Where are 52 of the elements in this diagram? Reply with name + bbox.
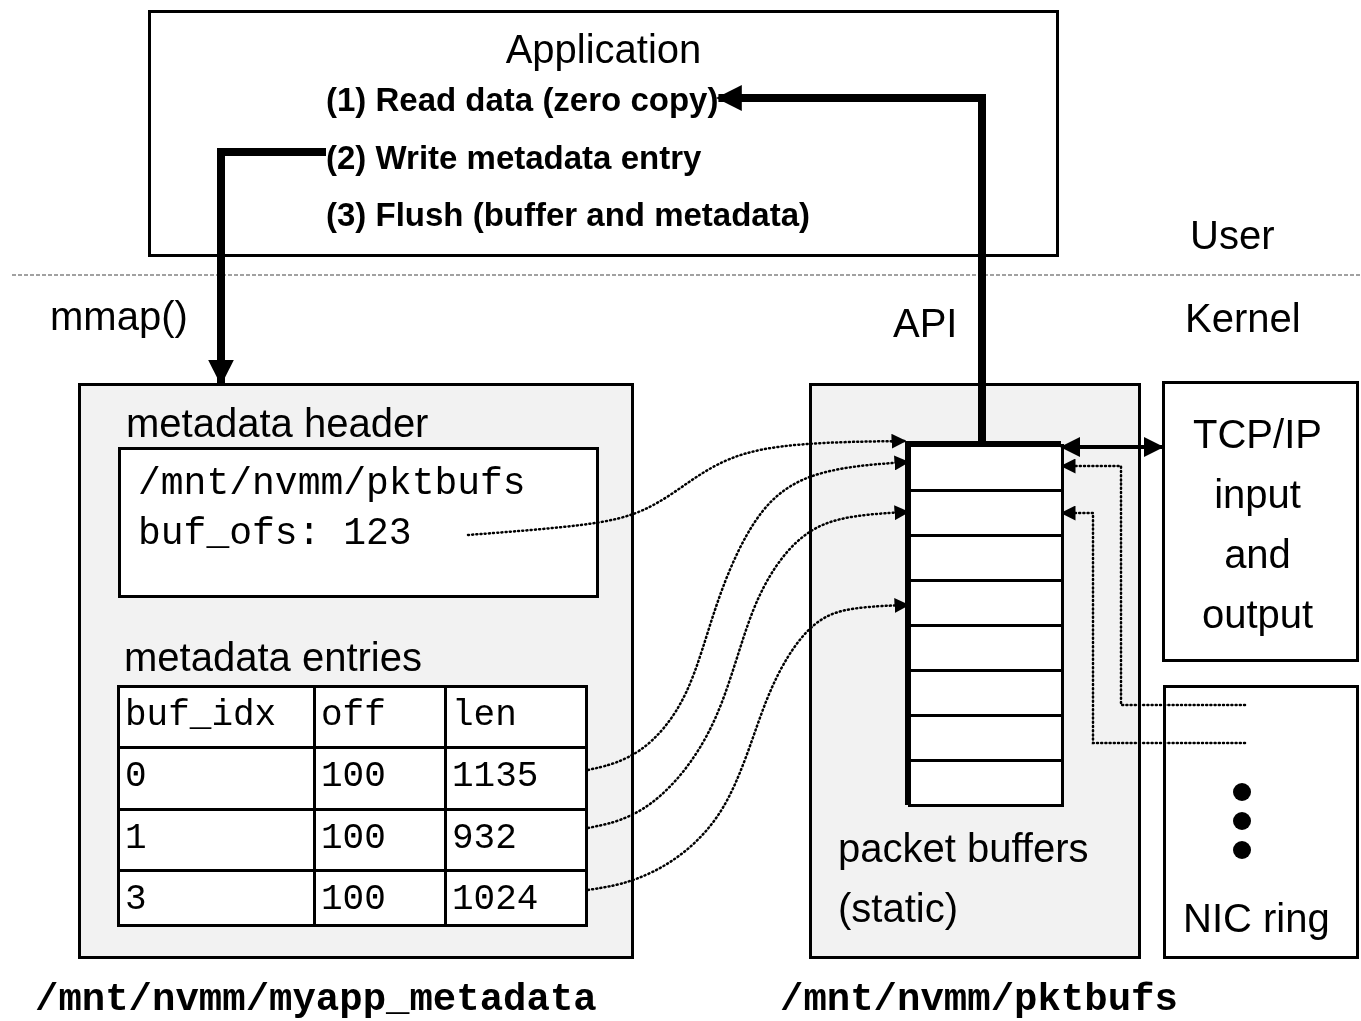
arrow <box>208 148 326 386</box>
table-cell-text: 0 <box>125 756 147 798</box>
buffer-slot <box>908 489 1064 537</box>
buffer-slot <box>908 714 1064 762</box>
buffer-slot <box>908 534 1064 582</box>
buffer-slot <box>908 579 1064 627</box>
application-box <box>148 10 1059 257</box>
protocol-box <box>1162 381 1359 662</box>
path-text: /mnt/nvmm/pktbufs <box>138 462 526 506</box>
table-cell-text: 1024 <box>452 879 539 921</box>
table-row <box>117 869 588 927</box>
node-heading: TCP/IP input and output <box>1192 411 1323 638</box>
table-cell-text: 3 <box>125 879 147 921</box>
double-arrow <box>1060 437 1164 457</box>
node-heading: packet buffers (static) <box>838 825 1090 932</box>
file-box <box>78 383 634 959</box>
buffer-slot <box>908 444 1064 492</box>
node-heading: Application <box>504 26 703 72</box>
table-cell-text: 932 <box>452 818 517 860</box>
arrow <box>715 85 986 444</box>
step-text: (2) Write metadata entry <box>326 134 702 182</box>
table-cell-text: 1135 <box>452 756 539 798</box>
nic-box <box>1163 685 1359 959</box>
dotted-arrow <box>466 433 907 537</box>
table-cell-text: 100 <box>321 756 386 798</box>
file-box <box>809 383 1141 959</box>
table-header-row <box>117 685 588 749</box>
node-heading: metadata header <box>126 400 429 446</box>
file-path-caption: /mnt/nvmm/myapp_metadata <box>35 978 597 1021</box>
table-cell-text: 100 <box>321 818 386 860</box>
interface-label: API <box>893 300 958 346</box>
buffer-ring <box>905 441 1061 805</box>
node-heading: NIC ring <box>1183 895 1330 941</box>
table-cell-text: buf_idx <box>125 695 277 737</box>
file-path-caption: /mnt/nvmm/pktbufs <box>780 978 1178 1021</box>
table-row <box>117 746 588 811</box>
buffer-slot <box>908 759 1064 807</box>
table-cell-text: 1 <box>125 818 147 860</box>
table-row <box>117 808 588 872</box>
node-heading: metadata entries <box>124 634 422 680</box>
path-text: buf_ofs: 123 <box>138 512 412 556</box>
step-text: (3) Flush (buffer and metadata) <box>326 191 811 239</box>
table-cell-text: off <box>321 695 386 737</box>
table-cell-text: len <box>452 695 517 737</box>
space-label: User <box>1190 212 1275 258</box>
buffer-slot <box>908 624 1064 672</box>
table-cell-text: 100 <box>321 879 386 921</box>
header-box <box>118 447 599 598</box>
step-text: (1) Read data (zero copy) <box>326 76 719 124</box>
buffer-slot <box>908 669 1064 717</box>
call-label: mmap() <box>50 293 188 339</box>
space-label: Kernel <box>1185 295 1301 341</box>
